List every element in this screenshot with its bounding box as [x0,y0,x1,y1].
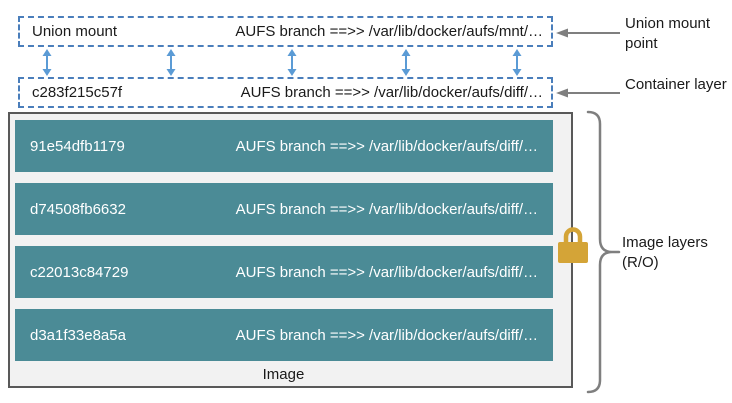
curly-brace-icon [586,110,621,394]
image-layers-label: Image layers (R/O) [622,234,708,272]
up-down-arrow-icon [166,49,176,76]
up-down-arrow-icon [512,49,522,76]
image-layer-row: d3a1f33e8a5a AUFS branch ==>> /var/lib/d… [15,309,553,361]
up-down-arrow-icon [42,49,52,76]
layer-path: AUFS branch ==>> /var/lib/docker/aufs/di… [235,200,538,218]
up-down-arrow-icon [401,49,411,76]
layer-id: c22013c84729 [30,263,129,281]
layer-id: 91e54dfb1179 [30,137,125,155]
layer-path: AUFS branch ==>> /var/lib/docker/aufs/di… [235,137,538,155]
left-arrow-icon [556,28,620,38]
container-layer-label: Container layer [625,76,727,93]
layer-id: d3a1f33e8a5a [30,326,126,344]
up-down-arrow-icon [287,49,297,76]
left-arrow-icon [556,88,620,98]
layer-path: AUFS branch ==>> /var/lib/docker/aufs/di… [235,263,538,281]
union-mount-label: Union mount [32,23,118,40]
mount-sync-arrows [0,49,732,76]
layer-path: AUFS branch ==>> /var/lib/docker/aufs/di… [235,326,538,344]
union-mount-path: AUFS branch ==>> /var/lib/docker/aufs/mn… [235,23,543,40]
image-caption: Image [262,366,305,383]
union-mount-box: Union mount AUFS branch ==>> /var/lib/do… [18,16,553,47]
container-layer-id: c283f215c57f [32,84,123,101]
image-layer-row: d74508fb6632 AUFS branch ==>> /var/lib/d… [15,183,553,235]
union-mount-point-label: Union mount point [625,15,711,53]
container-layer-box: c283f215c57f AUFS branch ==>> /var/lib/d… [18,77,553,108]
image-box: 91e54dfb1179 AUFS branch ==>> /var/lib/d… [8,112,573,388]
container-layer-path: AUFS branch ==>> /var/lib/docker/aufs/di… [240,84,543,101]
layer-id: d74508fb6632 [30,200,126,218]
image-layer-row: 91e54dfb1179 AUFS branch ==>> /var/lib/d… [15,120,553,172]
image-layer-row: c22013c84729 AUFS branch ==>> /var/lib/d… [15,246,553,298]
lock-icon [558,227,588,263]
